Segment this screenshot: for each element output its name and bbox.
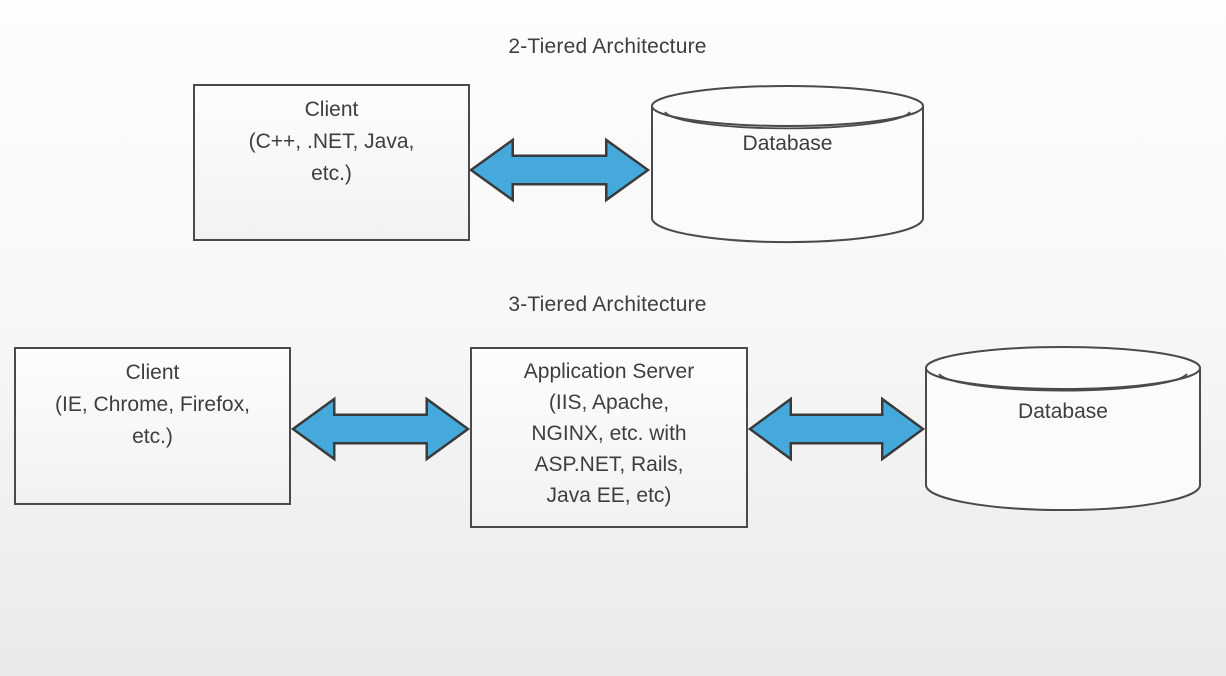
two-tier-title: 2-Tiered Architecture bbox=[508, 35, 707, 58]
two-tier-database-label: Database bbox=[742, 132, 833, 155]
three-tier-client-box: Client (IE, Chrome, Firefox, etc.) bbox=[14, 347, 291, 505]
database-cylinder-icon bbox=[925, 346, 1201, 511]
three-tier-app-server-box: Application Server (IIS, Apache, NGINX, … bbox=[470, 347, 748, 528]
three-tier-database: Database bbox=[924, 345, 1202, 512]
three-tier-database-label: Database bbox=[1018, 400, 1108, 423]
two-tier-client-label: Client (C++, .NET, Java, etc.) bbox=[248, 98, 415, 185]
three-tier-client-label: Client (IE, Chrome, Firefox, etc.) bbox=[55, 361, 250, 448]
three-tier-app-server-label: Application Server (IIS, Apache, NGINX, … bbox=[523, 360, 695, 507]
two-tier-database: Database bbox=[650, 84, 925, 244]
two-tier-client-box: Client (C++, .NET, Java, etc.) bbox=[193, 84, 470, 241]
left-right-arrow-icon bbox=[747, 396, 926, 462]
database-cylinder-icon bbox=[651, 85, 924, 244]
left-right-arrow-icon bbox=[468, 137, 651, 203]
slide-canvas: 2-Tiered Architecture Client (C++, .NET,… bbox=[0, 0, 1226, 648]
three-tier-title: 3-Tiered Architecture bbox=[508, 293, 707, 316]
slide-bottom-edge bbox=[0, 648, 1226, 676]
left-right-arrow-icon bbox=[290, 396, 471, 462]
